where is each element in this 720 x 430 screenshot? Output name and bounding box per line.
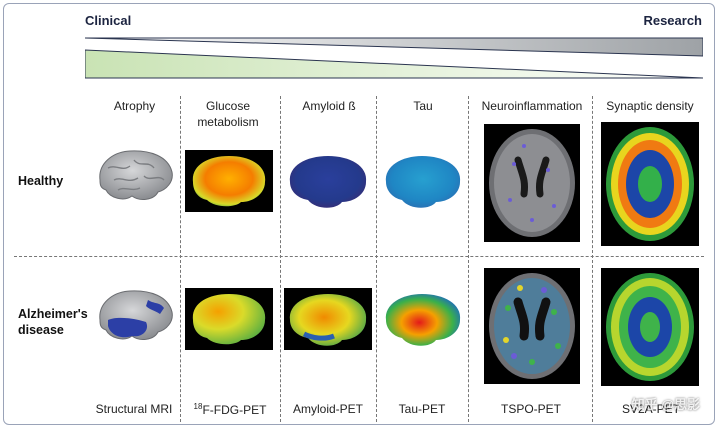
research-label: Research bbox=[643, 13, 702, 28]
row-label-line1: Alzheimer's bbox=[18, 307, 88, 321]
header-atrophy: Atrophy bbox=[113, 99, 156, 113]
modality-fdg-isotope: 18 bbox=[193, 402, 203, 411]
row-label-healthy: Healthy bbox=[18, 174, 64, 188]
ad-tspo-pet-image bbox=[484, 268, 580, 384]
watermark: 知乎 @思影 bbox=[631, 397, 700, 412]
row-label-alzheimers: Alzheimer's disease bbox=[18, 306, 88, 338]
header-amyloid: Amyloid ß bbox=[302, 99, 356, 113]
figure-frame bbox=[3, 3, 715, 425]
column-separator bbox=[280, 96, 281, 422]
ad-tau-pet-image bbox=[385, 294, 461, 346]
modality-sv2a-pet: SV2A-PET bbox=[621, 402, 681, 416]
header-neuroinflammation: Neuroinflammation bbox=[481, 99, 583, 113]
modality-fdg-pet: 18F-FDG-PET bbox=[184, 402, 276, 417]
row-label-line2: disease bbox=[18, 323, 64, 337]
column-separator bbox=[376, 96, 377, 422]
header-synaptic: Synaptic density bbox=[606, 99, 694, 113]
research-wedge bbox=[85, 37, 703, 57]
ad-mri-brain-image bbox=[99, 290, 173, 340]
ad-sv2a-pet-image bbox=[601, 268, 699, 386]
modality-tspo-pet: TSPO-PET bbox=[500, 402, 561, 416]
ad-fdg-pet-image bbox=[185, 288, 273, 350]
clinical-wedge bbox=[85, 49, 703, 79]
healthy-amyloid-pet-image bbox=[289, 156, 367, 208]
ad-amyloid-pet-image bbox=[284, 288, 372, 350]
healthy-tau-pet-image bbox=[385, 156, 461, 208]
healthy-tspo-pet-image bbox=[484, 124, 580, 242]
clinical-research-wedges bbox=[85, 37, 703, 79]
modality-fdg-name: F-FDG-PET bbox=[202, 403, 267, 417]
healthy-mri-brain-image bbox=[99, 150, 173, 200]
healthy-fdg-pet-image bbox=[185, 150, 273, 212]
clinical-label: Clinical bbox=[85, 13, 132, 28]
modality-structural-mri: Structural MRI bbox=[95, 402, 173, 416]
healthy-sv2a-pet-image bbox=[601, 122, 699, 246]
column-separator bbox=[180, 96, 181, 422]
header-glucose: Glucose metabolism bbox=[197, 99, 259, 129]
header-tau: Tau bbox=[413, 99, 433, 113]
modality-tau-pet: Tau-PET bbox=[398, 402, 446, 416]
modality-amyloid-pet: Amyloid-PET bbox=[292, 402, 363, 416]
column-separator bbox=[468, 96, 469, 422]
column-separator bbox=[592, 96, 593, 422]
row-separator bbox=[14, 256, 704, 257]
